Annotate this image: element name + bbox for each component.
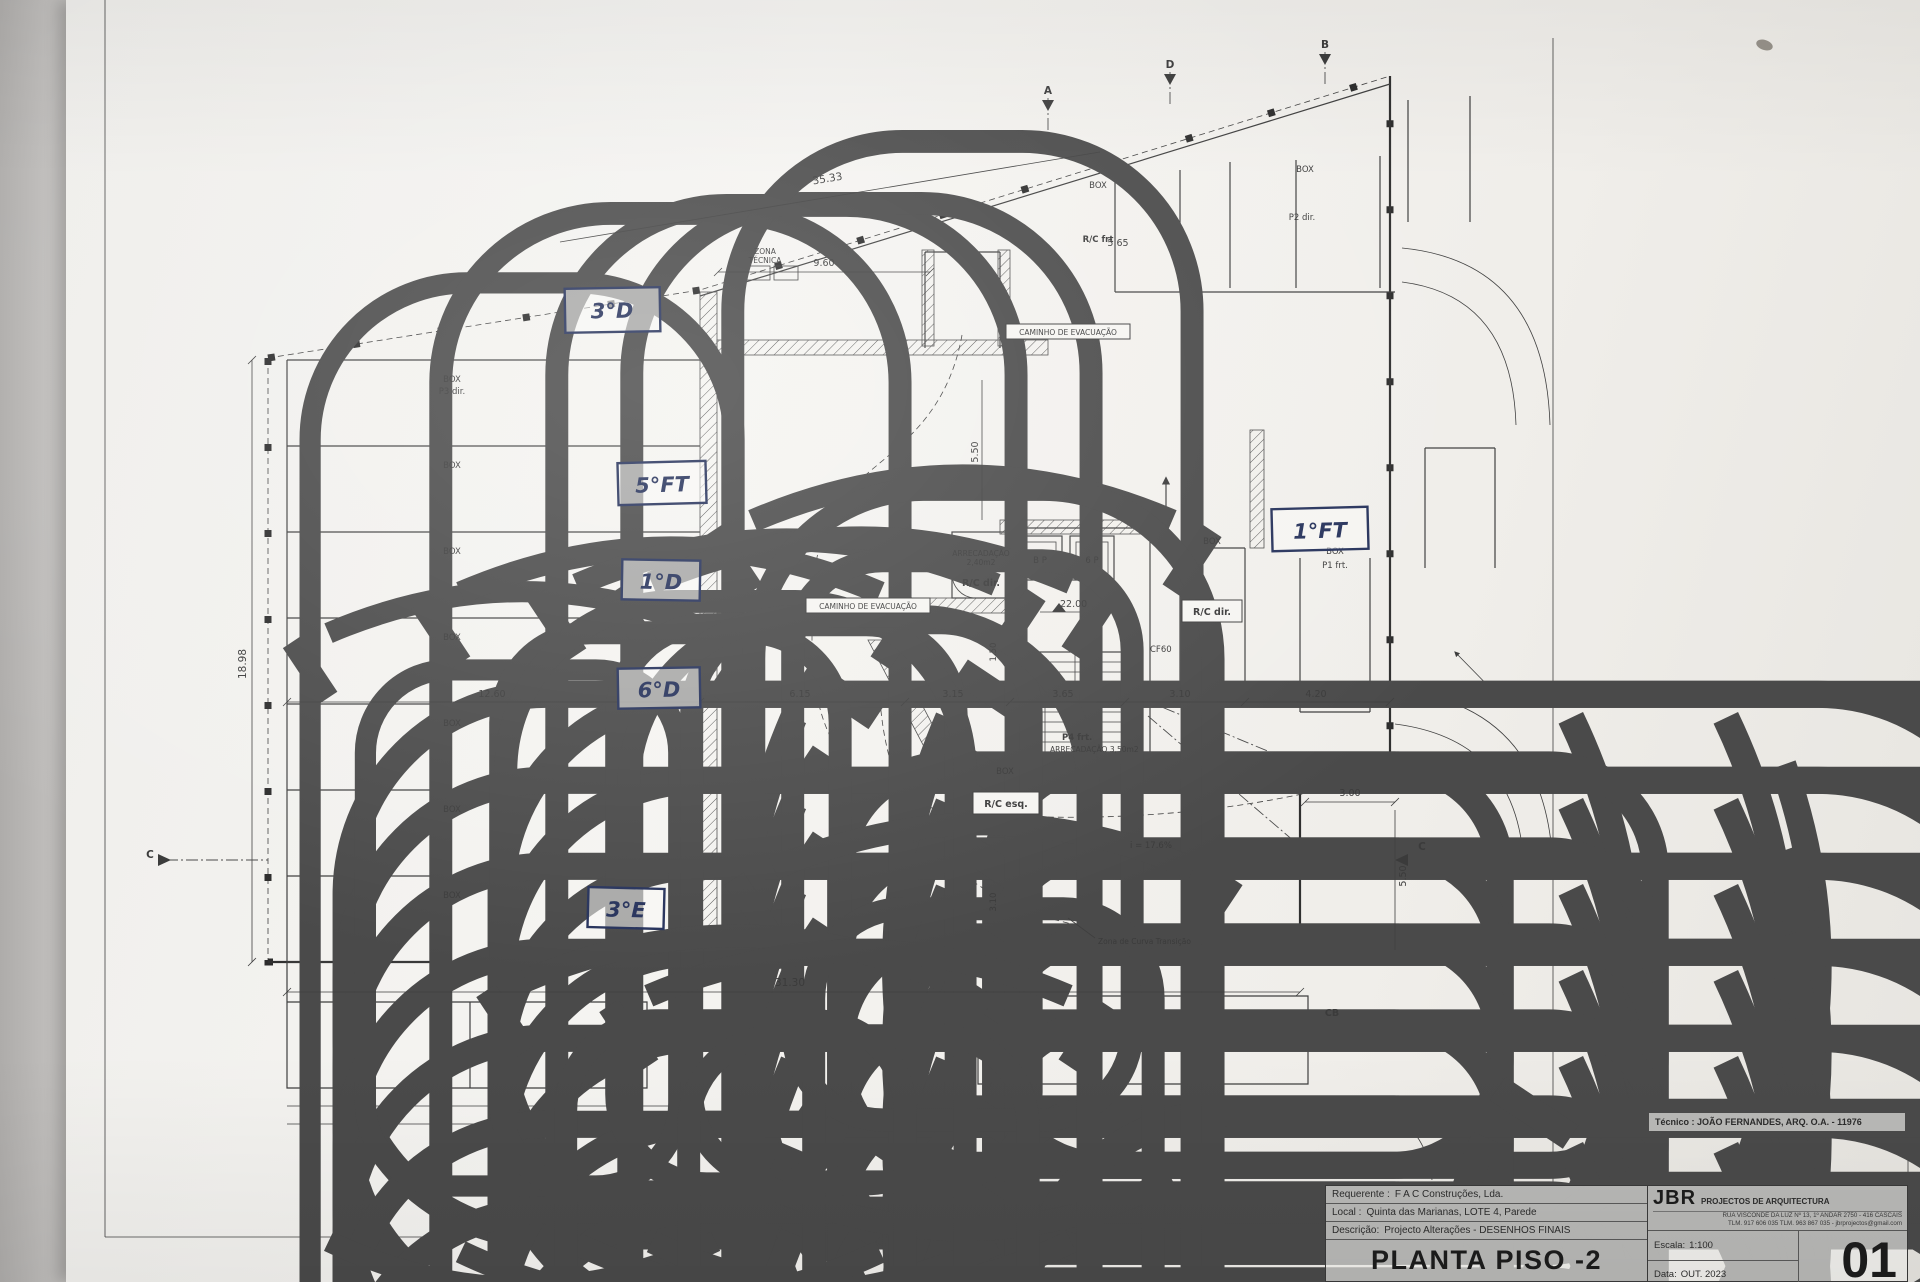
dim-label: 3.00 — [1339, 788, 1360, 799]
dim-label: 1.50 — [989, 643, 999, 662]
dim-label: 5.65 — [1107, 238, 1128, 249]
handwritten-label: 1°FT — [1293, 518, 1349, 543]
dim-label: 31.30 — [775, 977, 805, 989]
technician-strip: Técnico : JOÃO FERNANDES, ARQ. O.A. - 11… — [1648, 1112, 1906, 1132]
dim-label: 6.15 — [789, 689, 810, 700]
descricao-value: Projecto Alterações - DESENHOS FINAIS — [1384, 1225, 1571, 1236]
top-right-parking — [1114, 96, 1471, 293]
curve-zone-label: Zona de Curva Transição — [1098, 937, 1191, 946]
scale-row: Escala: 1:100 — [1648, 1231, 1798, 1261]
marker-letter: D — [1166, 59, 1175, 71]
box-label: BOX — [443, 891, 461, 901]
local-value: Quinta das Marianas, LOTE 4, Parede — [1366, 1207, 1537, 1218]
door-label: CF60 — [1150, 645, 1172, 655]
date-row: Data: OUT. 2023 — [1648, 1261, 1798, 1282]
box-label: BOX — [443, 461, 461, 471]
handwritten-label: 3°D — [591, 299, 634, 324]
stall-code-label: R/C esq. — [984, 799, 1028, 810]
marker-letter: CB — [1325, 1008, 1339, 1019]
box-label: BOX — [1203, 537, 1221, 547]
descricao-label: Descrição: — [1332, 1225, 1380, 1236]
stall-code-label: R/C frt — [1083, 235, 1114, 245]
firm-address: RUA VISCONDE DA LUZ Nº 13, 1º ANDAR 2750… — [1722, 1212, 1902, 1219]
dim-label: 35.33 — [812, 171, 844, 188]
marker-letter: C — [1418, 841, 1426, 853]
drawing-title: PLANTA PISO -2 — [1370, 1245, 1602, 1275]
stall-code-label: P4 frt. — [1062, 733, 1092, 743]
firm-logo: JBR — [1653, 1187, 1697, 1209]
box-label: BOX — [443, 719, 461, 729]
dimension-labels: 35.33 9.60 5.65 31.30 18.98 12.60 6.15 3… — [237, 171, 1409, 989]
dim-label: 9.60 — [813, 258, 834, 269]
level-label: 22.00 — [1060, 599, 1087, 610]
dim-label: 12.60 — [478, 689, 505, 700]
descricao-row: Descrição: Projecto Alterações - DESENHO… — [1326, 1222, 1647, 1240]
dim-label: 3.15 — [942, 689, 963, 700]
dim-label: 3.10 — [1169, 689, 1190, 700]
evacuation-route-label: CAMINHO DE EVACUAÇÃO — [1019, 328, 1117, 337]
section-markers: A D B C C CB — [146, 39, 1426, 1019]
zona-tecnica-label: TÉCNICA — [748, 256, 783, 265]
firm-block: JBR PROJECTOS DE ARQUITECTURA RUA VISCON… — [1648, 1186, 1907, 1232]
dim-label: 5.50 — [970, 441, 981, 462]
elevator-label: B P — [1033, 556, 1047, 566]
box-label: BOX — [443, 547, 461, 557]
right-parking-stalls — [1179, 447, 1496, 713]
handwritten-label: 3°E — [606, 897, 647, 922]
technician-text: Técnico : JOÃO FERNANDES, ARQ. O.A. - 11… — [1655, 1117, 1862, 1127]
stall-code-label: P1 frt. — [1322, 561, 1348, 571]
local-label: Local : — [1332, 1207, 1362, 1218]
scale-date-block: Escala: 1:100 Data: OUT. 2023 01 — [1648, 1231, 1907, 1282]
evacuation-route-label: CAMINHO DE EVACUAÇÃO — [819, 602, 917, 611]
firm-name: PROJECTOS DE ARQUITECTURA — [1701, 1197, 1830, 1206]
dim-label: 4.20 — [1305, 689, 1326, 700]
scale-label: Escala: — [1654, 1239, 1686, 1251]
elevator-label: 6 P — [1085, 556, 1098, 566]
scale-value: 1:100 — [1689, 1239, 1713, 1251]
title-block-right: JBR PROJECTOS DE ARQUITECTURA RUA VISCON… — [1648, 1186, 1907, 1282]
requerente-label: Requerente : — [1332, 1189, 1390, 1200]
dimension-lines — [158, 52, 1445, 997]
storage-label: 2,40m2 — [967, 558, 996, 567]
local-row: Local : Quinta das Marianas, LOTE 4, Par… — [1326, 1204, 1647, 1222]
title-block-left: Requerente : F A C Construções, Lda. Loc… — [1326, 1186, 1648, 1281]
stall-code-label: R/C dir. — [1193, 607, 1231, 618]
date-label: Data: — [1654, 1269, 1677, 1281]
storage-label: ARRECADAÇÃO — [952, 549, 1010, 558]
handwritten-annotations: 3°D 5°FT 1°D 6°D 3°E 1°FT — [563, 285, 1370, 931]
box-label: BOX — [443, 633, 461, 643]
handwritten-label: 5°FT — [635, 472, 691, 497]
firm-contact: TLM. 917 606 035 TLM. 963 867 035 - jbrp… — [1727, 1220, 1902, 1228]
sheet-number: 01 — [1841, 1232, 1897, 1282]
plan-labels: ZONA TÉCNICA CAMINHO DE EVACUAÇÃO CAMINH… — [439, 165, 1348, 946]
box-label: BOX — [1296, 165, 1314, 175]
slope-label: i = 17.6% — [1130, 841, 1172, 851]
stall-code-label: P3 dir. — [439, 387, 465, 397]
box-label: BOX — [1326, 547, 1344, 557]
stall-code-label: R/C dir. — [962, 578, 1000, 589]
box-label: BOX — [443, 805, 461, 815]
stall-code-label: P2 dir. — [1289, 213, 1315, 223]
marker-letter: C — [146, 849, 154, 861]
dim-label: 18.98 — [237, 649, 249, 679]
handwritten-label: 6°D — [638, 678, 681, 703]
dim-label: 3.10 — [989, 893, 999, 912]
title-block: Requerente : F A C Construções, Lda. Loc… — [1325, 1185, 1908, 1282]
storage-label: ARRECADAÇÃO 3,50m2 — [1050, 745, 1139, 754]
marker-letter: A — [1044, 85, 1053, 97]
box-label: BOX — [996, 767, 1014, 777]
zona-tecnica-label: ZONA — [754, 247, 777, 256]
box-label: BOX — [443, 375, 461, 385]
dim-label: 3.65 — [1052, 689, 1073, 700]
box-label: BOX — [1089, 181, 1107, 191]
requerente-row: Requerente : F A C Construções, Lda. — [1326, 1186, 1647, 1204]
handwritten-label: 1°D — [639, 570, 682, 595]
dim-label: 5.50 — [1398, 865, 1409, 886]
requerente-value: F A C Construções, Lda. — [1394, 1189, 1504, 1200]
marker-letter: B — [1321, 39, 1329, 51]
date-value: OUT. 2023 — [1680, 1269, 1727, 1281]
